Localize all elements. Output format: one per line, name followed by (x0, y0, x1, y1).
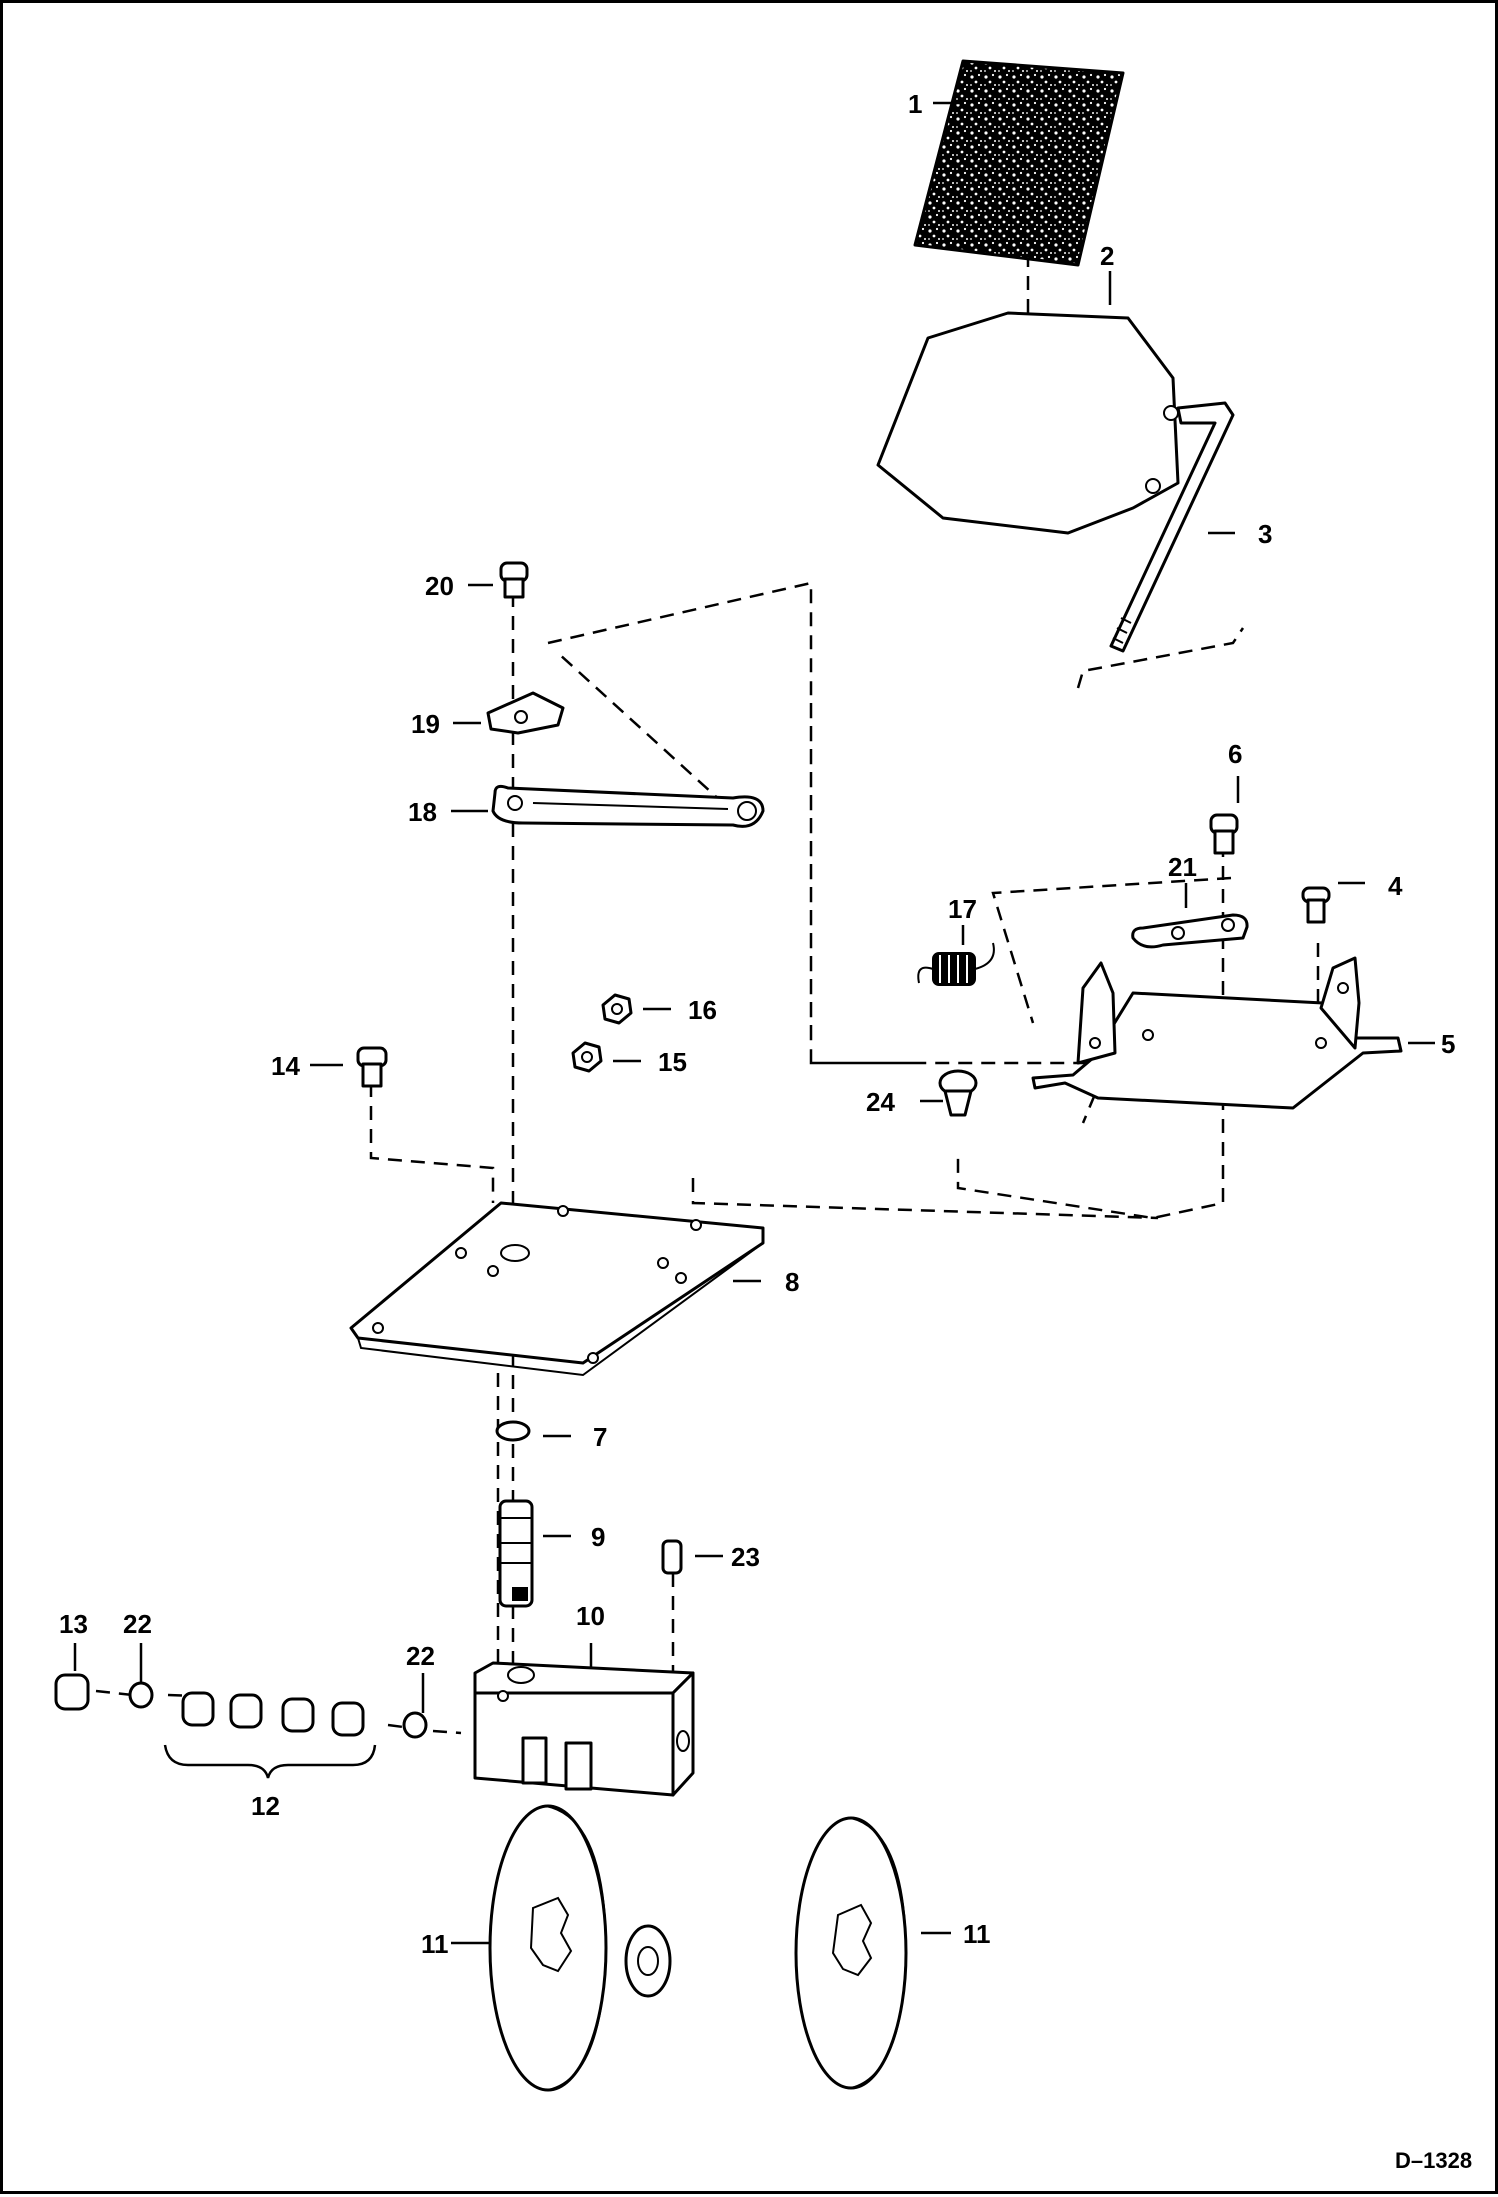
callout-10: 10 (576, 1601, 605, 1631)
part-1-grit-pad (913, 59, 1125, 267)
part-8-base-plate (349, 1201, 765, 1377)
callout-5: 5 (1441, 1029, 1455, 1059)
part-13-plug (54, 1673, 90, 1711)
callout-8: 8 (785, 1267, 799, 1297)
callout-14: 14 (271, 1051, 300, 1081)
part-14-bolt (356, 1046, 388, 1088)
callout-16: 16 (688, 995, 717, 1025)
callout-19: 19 (411, 709, 440, 739)
part-4-screw (1301, 886, 1331, 924)
part-21-bracket (1131, 913, 1249, 949)
part-17-spring (917, 942, 995, 986)
callout-22-right: 22 (406, 1641, 435, 1671)
callout-9: 9 (591, 1522, 605, 1552)
part-11-disc-right (794, 1816, 908, 2090)
callout-20: 20 (425, 571, 454, 601)
part-24-knob (938, 1069, 978, 1117)
callout-21: 21 (1168, 852, 1197, 882)
part-23-pin (661, 1539, 683, 1575)
part-15-nut (571, 1041, 603, 1073)
callout-7: 7 (593, 1422, 607, 1452)
callout-11-left: 11 (421, 1929, 449, 1959)
part-16-nut (601, 993, 633, 1025)
part-22-seal-left (128, 1681, 154, 1709)
part-6-bolt (1209, 813, 1239, 855)
part-9-spool (498, 1499, 534, 1608)
part-22-seal-right (402, 1711, 428, 1739)
part-5-mounting-plate (1031, 956, 1403, 1110)
part-20-bolt (499, 561, 529, 599)
leader-lines (73, 101, 1435, 1945)
part-12-spacer-set (163, 1691, 377, 1779)
callout-labels: 1 2 3 4 5 6 7 8 9 10 11 11 12 13 14 15 1… (59, 89, 1455, 1959)
callout-22-left: 22 (123, 1609, 152, 1639)
part-3-rod (1109, 401, 1235, 653)
callout-13: 13 (59, 1609, 88, 1639)
callout-12: 12 (251, 1791, 280, 1821)
callout-23: 23 (731, 1542, 760, 1572)
part-18-link-arm (491, 784, 765, 828)
part-11-disc-left (488, 1804, 672, 2092)
callout-11-right: 11 (963, 1919, 991, 1949)
part-7-o-ring (495, 1420, 531, 1442)
callout-1: 1 (908, 89, 922, 119)
callout-4: 4 (1388, 871, 1403, 901)
callout-18: 18 (408, 797, 437, 827)
exploded-parts-diagram: 1 2 3 4 5 6 7 8 9 10 11 11 12 13 14 15 1… (54, 59, 1472, 2173)
part-19-small-plate (486, 691, 565, 735)
callout-17: 17 (948, 894, 977, 924)
callout-6: 6 (1228, 739, 1242, 769)
callout-2: 2 (1100, 241, 1114, 271)
callout-15: 15 (658, 1047, 687, 1077)
drawing-number: D–1328 (1395, 2148, 1472, 2173)
callout-24: 24 (866, 1087, 895, 1117)
part-10-valve-block (473, 1661, 695, 1797)
callout-3: 3 (1258, 519, 1272, 549)
part-2-pedal-plate (876, 311, 1180, 535)
